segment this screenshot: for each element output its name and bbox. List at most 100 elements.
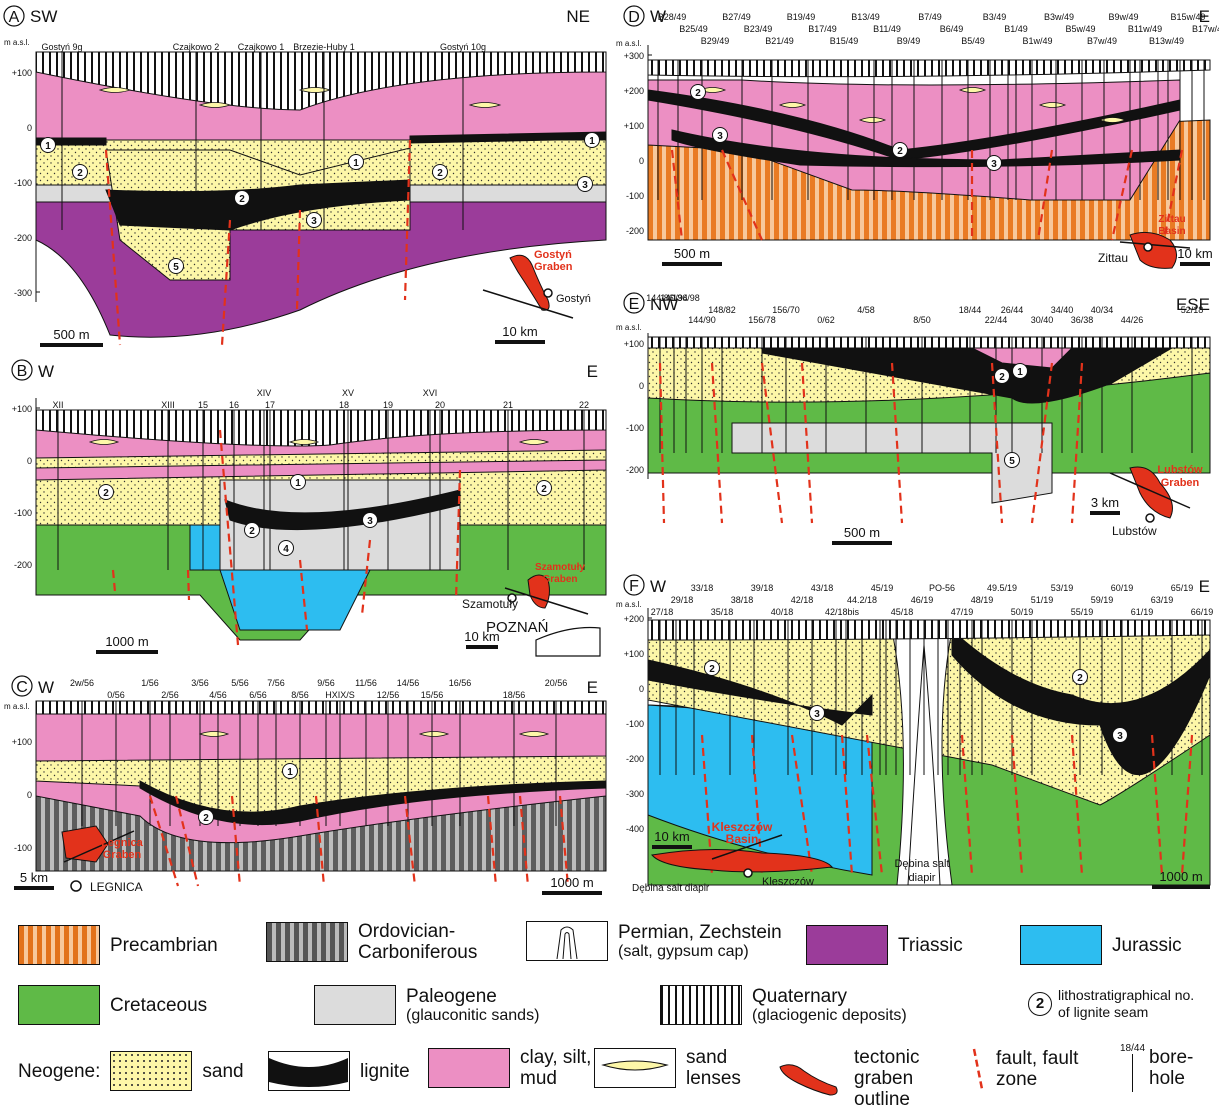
borehole-label: 43/18 [811, 583, 834, 593]
sand-lens [98, 87, 132, 93]
fault-line [1162, 149, 1184, 241]
seam-number: 2 [695, 88, 701, 99]
scale-bar-label: 500 m [674, 246, 710, 261]
fault-line [298, 559, 309, 631]
region-outline [535, 626, 601, 657]
axis-tick-label: +200 [624, 86, 644, 96]
seam-number-marker: 2 [98, 484, 114, 500]
borehole-label: 40/34 [1091, 305, 1114, 315]
borehole-label: 47/19 [951, 607, 974, 617]
legend-lenses-label: sand lenses [686, 1047, 741, 1089]
seam-number-marker: 2 [536, 480, 552, 496]
panel-letter: F [623, 574, 645, 596]
borehole-label: 18 [339, 400, 349, 410]
axis-tick-label: +100 [624, 121, 644, 131]
town-icon [70, 880, 82, 892]
borehole-label: 144/86 [646, 293, 674, 303]
cross-section-line [504, 587, 589, 615]
cretaceous-swatch [18, 985, 100, 1025]
borehole-label: 30/40 [1031, 315, 1054, 325]
panel-letter: C [11, 675, 33, 697]
borehole-label: XV [342, 388, 354, 398]
borehole-label: 15/56 [421, 690, 444, 700]
borehole-label: XVI [423, 388, 438, 398]
seam-number-marker: 2 [198, 809, 214, 825]
seam-number: 3 [1117, 731, 1123, 742]
quaternary-layer [647, 336, 1211, 349]
seam-number-icon: 2 [1028, 992, 1052, 1016]
legend-borehole: 18/44 bore- hole [1120, 1043, 1193, 1092]
seam-number: 2 [103, 488, 109, 499]
inset-title-2: Graben [534, 261, 573, 273]
direction-right: E [1199, 577, 1210, 596]
fault-line [111, 569, 117, 593]
seam-number-marker: 1 [348, 154, 364, 170]
lignite-swatch [268, 1051, 350, 1091]
town-icon [1143, 242, 1153, 252]
diapir-label: Dębina salt [894, 858, 949, 870]
fault-line [658, 362, 666, 524]
seam-number-marker: 3 [306, 212, 322, 228]
borehole-label: B11w/49 [1128, 24, 1162, 34]
seam-number-marker: 5 [1004, 452, 1020, 468]
legend-permian-label: Permian, Zechstein [618, 921, 782, 943]
sand-lens [198, 731, 230, 737]
jurassic-swatch [1020, 925, 1102, 965]
scale-bar [662, 262, 722, 266]
borehole-label: 16/56 [449, 678, 472, 688]
fault-line [670, 149, 684, 241]
ordovician-swatch [266, 922, 348, 962]
diapir-label-2: diapir [909, 872, 936, 884]
graben-outline-icon [1129, 231, 1177, 269]
axis-tick-label: -400 [626, 824, 644, 834]
scale-bar [14, 886, 54, 890]
direction-right: E [587, 362, 598, 381]
legend-precambrian: Precambrian [18, 925, 218, 965]
borehole-label: B29/49 [701, 36, 730, 46]
scale-bar-label: 10 km [1177, 246, 1212, 261]
fault-line [890, 362, 904, 524]
seam-circle [1012, 363, 1028, 379]
seam-number: 3 [814, 709, 820, 720]
scale-bar-label: 500 m [844, 525, 880, 540]
borehole-label: PO-56 [929, 583, 955, 593]
seam-circle [577, 176, 593, 192]
borehole-label: 48/19 [971, 595, 994, 605]
panel-letter-circle [11, 359, 33, 381]
panel-letter-circle [11, 675, 33, 697]
axis-tick-label: 0 [639, 156, 644, 166]
borehole-label: B15/49 [830, 36, 859, 46]
scale-bar-label: 1000 m [550, 875, 593, 890]
sand-lens [288, 439, 320, 445]
axis-tick-label: -100 [14, 843, 32, 853]
legend-permian-sub: (salt, gypsum cap) [618, 942, 749, 960]
fault-line [1036, 149, 1054, 241]
borehole-label: 4/58 [857, 305, 875, 315]
inset-title-2: Graben [103, 849, 142, 861]
axis-tick-label: 0 [639, 684, 644, 694]
borehole-label: 45/18 [891, 607, 914, 617]
seam-number-marker: 1 [290, 474, 306, 490]
borehole-label: 55/19 [1071, 607, 1094, 617]
borehole-label: B5/49 [961, 36, 985, 46]
legend-graben: tectonic graben outline [774, 1047, 964, 1110]
seam-number: 2 [897, 146, 903, 157]
sand-lens [778, 102, 807, 108]
panel-letter-text: E [629, 296, 640, 313]
seam-circle [1112, 727, 1128, 743]
borehole-label: 8/56 [291, 690, 309, 700]
legend-quaternary-label: Quaternary [752, 985, 848, 1007]
seam-circle [244, 522, 260, 538]
graben-outline-icon [1129, 466, 1173, 519]
seam-number: 2 [1077, 673, 1083, 684]
panel-letter-circle [623, 574, 645, 596]
fault-line [403, 795, 417, 887]
fault-line [218, 429, 240, 646]
borehole-icon [1131, 1054, 1134, 1092]
seam-number-marker: 4 [278, 540, 294, 556]
seam-number-marker: 1 [1012, 363, 1028, 379]
borehole-label: 26/44 [1001, 305, 1024, 315]
seam-circle [72, 164, 88, 180]
fault-line [840, 734, 854, 876]
inset-town: Lubstów [1112, 524, 1157, 538]
